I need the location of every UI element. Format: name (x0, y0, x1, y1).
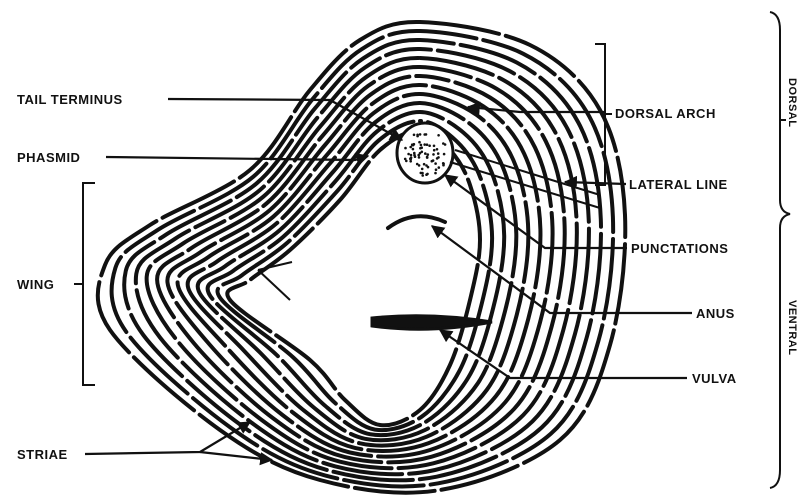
punctation-dot (418, 156, 421, 159)
punctation-dot (427, 153, 430, 156)
punctation-dot (443, 153, 446, 156)
punctation-dot (442, 142, 445, 145)
punctation-dot (426, 156, 429, 159)
label-dorsal: DORSAL (786, 78, 798, 127)
punctation-dot (428, 144, 431, 147)
punctation-dot (423, 163, 426, 166)
punctation-dot (419, 152, 422, 155)
punctation-dot (433, 149, 436, 152)
label-anus: ANUS (696, 306, 735, 321)
label-lateral-line: LATERAL LINE (629, 177, 728, 192)
punctation-dot (423, 133, 426, 136)
punctation-dot (424, 152, 427, 155)
label-vulva: VULVA (692, 371, 737, 386)
punctation-dot (437, 152, 440, 155)
punctation-dot (423, 143, 426, 146)
punctation-dot (434, 162, 437, 165)
label-ventral: VENTRAL (786, 300, 798, 355)
punctation-dot (425, 164, 428, 167)
punctation-dot (436, 157, 439, 160)
label-tail-terminus: TAIL TERMINUS (17, 92, 123, 107)
punctation-dot (418, 164, 421, 167)
punctation-dot (421, 168, 424, 171)
punctation-dot (433, 145, 436, 148)
punctation-dot (421, 172, 424, 175)
pointer-lines (85, 99, 692, 460)
punctation-dot (410, 154, 413, 157)
wing-bracket (74, 183, 95, 385)
punctation-dot (420, 144, 423, 147)
punctation-dot (411, 143, 414, 146)
punctation-dot (438, 166, 441, 169)
label-wing: WING (17, 277, 54, 292)
punctation-dot (416, 134, 419, 137)
punctation-dot (413, 154, 416, 157)
punctation-dot (419, 133, 422, 136)
punctation-dot (412, 148, 415, 151)
punctation-dot (426, 173, 429, 176)
cuticle-striae (98, 22, 626, 493)
label-striae: STRIAE (17, 447, 68, 462)
punctation-dot (437, 134, 440, 137)
punctation-dot (407, 153, 410, 156)
punctation-dot (421, 174, 424, 177)
punctation-dot (409, 146, 412, 149)
anus-shape (388, 216, 445, 228)
punctation-dot (432, 153, 435, 156)
punctation-dot (418, 141, 421, 144)
punctation-dot (413, 134, 416, 137)
label-punctations: PUNCTATIONS (631, 241, 728, 256)
label-dorsal-arch: DORSAL ARCH (615, 106, 716, 121)
punctation-dot (410, 156, 413, 159)
label-phasmid: PHASMID (17, 150, 80, 165)
punctation-dot (419, 147, 422, 150)
punctation-dot (436, 148, 439, 151)
punctation-dot (435, 168, 438, 171)
punctation-dot (404, 147, 407, 150)
punctation-dot (426, 143, 429, 146)
punctation-dot (434, 172, 437, 175)
punctation-dot (442, 164, 445, 167)
punctation-dot (431, 160, 434, 163)
punctation-dot (404, 158, 407, 161)
